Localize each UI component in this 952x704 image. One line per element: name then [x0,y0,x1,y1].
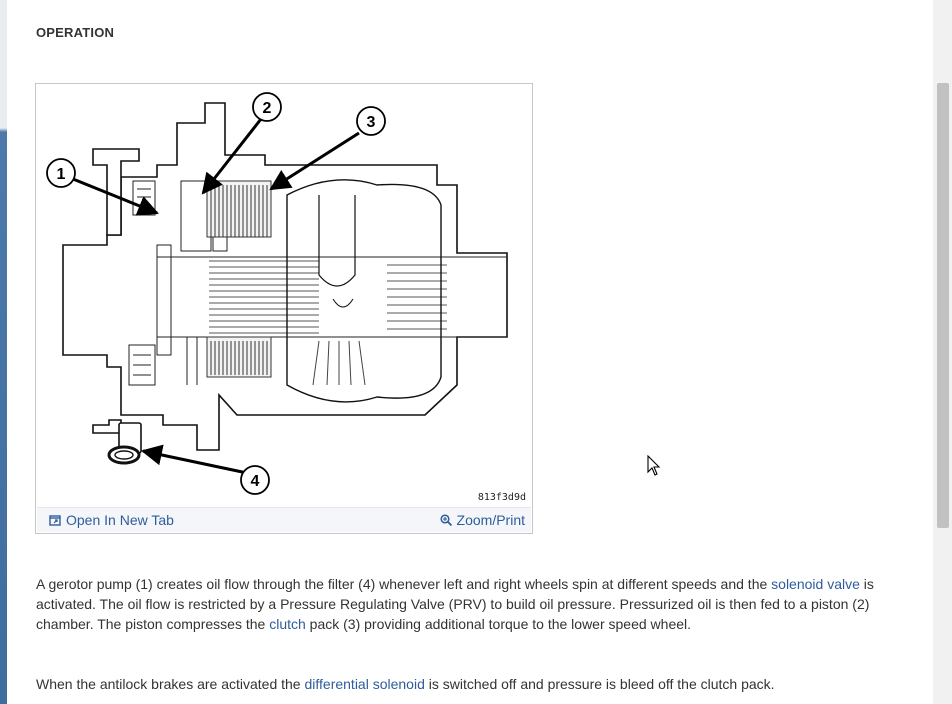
operation-paragraph-2: When the antilock brakes are activated t… [36,674,902,694]
differential-solenoid-link[interactable]: differential solenoid [304,676,425,692]
open-new-tab-label: Open In New Tab [66,512,174,528]
operation-paragraph-1: A gerotor pump (1) creates oil flow thro… [36,574,902,634]
callout-3: 3 [356,106,386,136]
paragraph-1-text-a: A gerotor pump (1) creates oil flow thro… [36,576,772,592]
callout-4: 4 [240,465,270,495]
vertical-scrollbar[interactable] [933,0,952,704]
callout-3-label: 3 [367,114,376,131]
housing-outline [62,102,508,465]
callout-1: 1 [46,158,76,188]
callout-4-label: 4 [251,473,260,490]
scrollbar-thumb[interactable] [937,83,949,528]
zoom-icon [439,514,452,526]
open-new-tab-link[interactable]: Open In New Tab [49,512,174,528]
figure-panel: 1 2 3 4 813f3d9d Ope [35,83,533,534]
left-window-edge [0,0,7,704]
figure-toolbar: Open In New Tab Zoom/Print [37,507,531,532]
paragraph-2-text-a: When the antilock brakes are activated t… [36,676,305,692]
open-new-tab-icon [49,515,61,526]
callout-2: 2 [252,92,282,122]
mouse-cursor-icon [647,455,661,476]
callout-1-label: 1 [57,166,66,183]
callout-2-label: 2 [263,100,272,117]
solenoid-valve-link[interactable]: solenoid valve [771,576,860,592]
clutch-link[interactable]: clutch [269,616,306,632]
zoom-print-label: Zoom/Print [456,512,525,528]
paragraph-1-text-b: is activated. The oil flow is restricted… [36,576,874,632]
page-content: OPERATION [7,0,933,704]
figure-id: 813f3d9d [477,492,526,503]
differential-cutaway-illustration[interactable]: 1 2 3 4 [37,85,531,509]
paragraph-1-text-c: pack (3) providing additional torque to … [305,616,692,632]
zoom-print-link[interactable]: Zoom/Print [439,512,525,528]
clutch-pack-top [206,180,272,238]
callout-arrows [72,118,360,475]
clutch-pack-bottom [206,336,272,378]
section-title: OPERATION [36,25,115,40]
paragraph-2-text-b: is switched off and pressure is bleed of… [424,676,775,692]
